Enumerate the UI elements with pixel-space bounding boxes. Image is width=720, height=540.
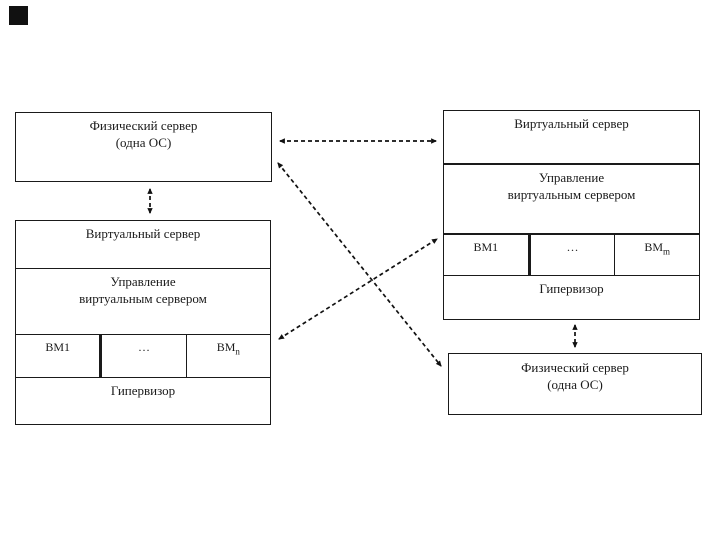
virtual-server-section: Виртуальный сервер <box>16 221 270 268</box>
vm-label: ВМ <box>644 240 664 254</box>
vm-cell-n: ВМn <box>185 335 270 377</box>
right-physical-server-box: Физический сервер (одна ОС) <box>448 353 702 415</box>
vm-label-sub: n <box>235 346 240 357</box>
vm-cell-1: ВМ1 <box>444 235 528 275</box>
left-virtual-server-box: Виртуальный сервер Управление виртуальны… <box>15 220 271 425</box>
vm-cell-m: ВМm <box>614 235 699 275</box>
arrow-left-physical-to-right-physical <box>277 162 442 367</box>
section-title: Виртуальный сервер <box>85 226 201 241</box>
vm-cell-1: ВМ1 <box>16 335 99 377</box>
vm-cell-ellipsis: … <box>99 335 185 377</box>
management-line2: виртуальным сервером <box>79 291 207 306</box>
left-physical-server-box: Физический сервер (одна ОС) <box>15 112 272 182</box>
vm-label: … <box>566 240 579 254</box>
vm-label: ВМ1 <box>45 340 70 354</box>
box-title: Физический сервер <box>89 118 198 133</box>
box-title: Физический сервер <box>521 360 629 375</box>
management-line1: Управление <box>110 274 176 289</box>
virtual-server-section: Виртуальный сервер <box>444 111 699 163</box>
hypervisor-label: Гипервизор <box>110 383 176 398</box>
vm-label-sub: m <box>663 246 671 257</box>
box-subtitle: (одна ОС) <box>547 377 603 392</box>
hypervisor-section: Гипервизор <box>444 275 699 319</box>
management-line1: Управление <box>538 170 605 185</box>
right-virtual-server-box: Виртуальный сервер Управление виртуальны… <box>443 110 700 320</box>
vm-label: … <box>137 340 150 354</box>
box-subtitle: (одна ОС) <box>115 135 172 150</box>
arrow-left-vmrow-to-right-vmrow <box>278 238 438 340</box>
vm-label: ВМ <box>216 340 236 354</box>
management-section: Управление виртуальным сервером <box>444 163 699 233</box>
hypervisor-label: Гипервизор <box>539 281 604 296</box>
management-section: Управление виртуальным сервером <box>16 268 270 334</box>
vm-row: ВМ1 … ВМn <box>16 334 270 377</box>
hypervisor-section: Гипервизор <box>16 377 270 424</box>
vm-cell-ellipsis: … <box>527 235 615 275</box>
corner-marker-icon <box>9 6 28 25</box>
vm-row: ВМ1 … ВМm <box>444 233 699 275</box>
management-line2: виртуальным сервером <box>507 187 636 202</box>
vm-label: ВМ1 <box>473 240 499 254</box>
section-title: Виртуальный сервер <box>514 116 629 131</box>
